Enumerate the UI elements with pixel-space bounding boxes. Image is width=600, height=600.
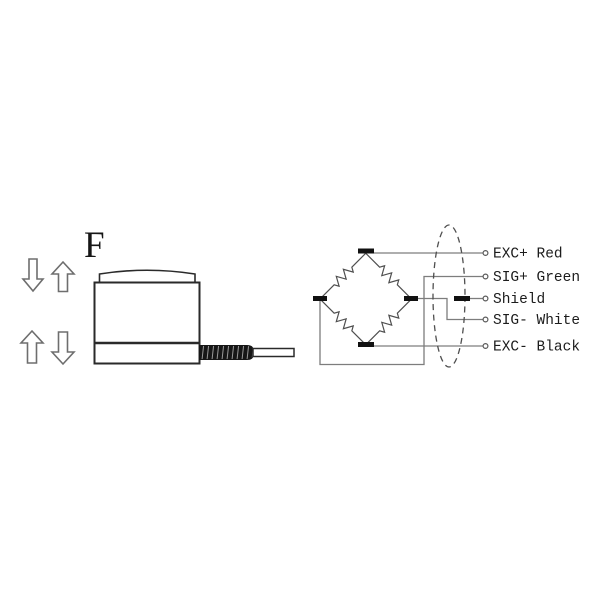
down-arrow-icon — [50, 331, 76, 366]
strain-gauge-resistor — [364, 298, 413, 346]
up-arrow-icon — [50, 260, 76, 293]
wire-label-shield: Shield — [493, 292, 545, 308]
bridge-node-bottom — [358, 342, 374, 347]
wire-label-sig-plus: SIG+ Green — [493, 270, 580, 286]
cable-gland — [199, 345, 254, 360]
wire-label-exc-plus: EXC+ Red — [493, 247, 563, 263]
terminal-circles — [482, 250, 489, 350]
wire-sig-minus — [418, 297, 483, 321]
cable — [252, 347, 295, 358]
down-arrow-icon — [21, 258, 45, 293]
wire-label-sig-minus: SIG- White — [493, 313, 580, 329]
load-cell — [93, 269, 295, 365]
strain-gauge-resistor — [319, 298, 367, 346]
terminal-sig-minus — [482, 316, 489, 323]
wire-labels: EXC+ Red SIG+ Green Shield SIG- White EX… — [493, 247, 580, 356]
terminal-shield — [482, 295, 489, 302]
load-cell-body — [93, 281, 201, 365]
bridge-node-top — [358, 248, 374, 254]
wire-label-exc-minus: EXC- Black — [493, 340, 580, 356]
load-cell-cap — [98, 269, 196, 283]
terminal-exc-minus — [482, 343, 489, 350]
up-arrow-icon — [19, 329, 45, 364]
strain-gauge-resistor — [319, 252, 367, 300]
bridge-node-right — [404, 296, 418, 301]
bridge-node-left — [313, 296, 327, 301]
shield-terminal-bar — [454, 296, 470, 301]
force-direction-arrows — [19, 258, 76, 366]
terminal-exc-plus — [482, 250, 489, 257]
wheatstone-bridge — [313, 248, 418, 347]
strain-gauge-resistor — [364, 252, 413, 300]
force-label: F — [84, 225, 105, 266]
wire-sig-plus — [319, 275, 483, 366]
terminal-sig-plus — [482, 273, 489, 280]
